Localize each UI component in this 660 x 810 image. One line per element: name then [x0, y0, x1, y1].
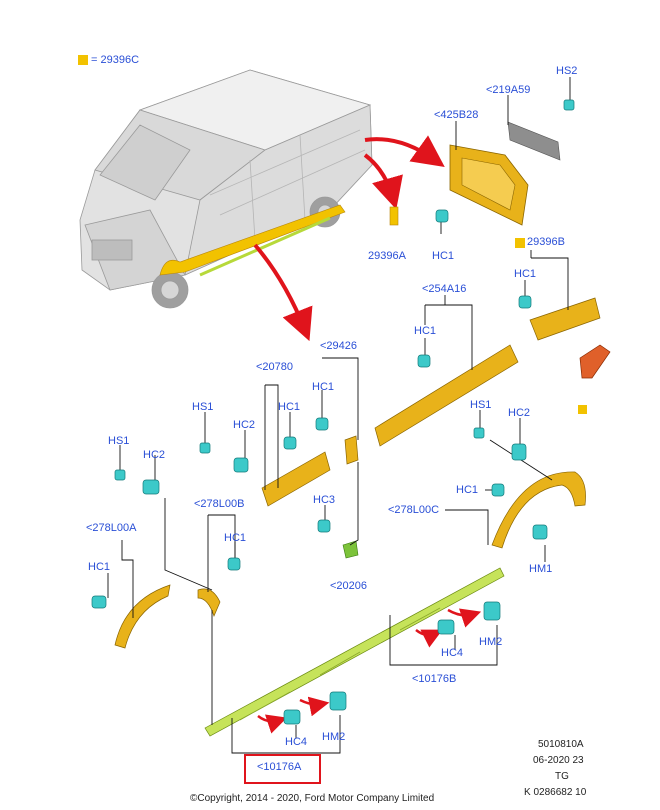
wheel-arch-278l00b [197, 588, 221, 617]
copyright: ©Copyright, 2014 - 2020, Ford Motor Comp… [190, 793, 435, 804]
label-254a16[interactable]: <254A16 [422, 283, 467, 295]
label-hm1[interactable]: HM1 [529, 563, 553, 575]
label-hs1-c[interactable]: HS1 [470, 399, 492, 411]
label-278l00b[interactable]: <278L00B [194, 498, 245, 510]
van-trim-highlight [159, 204, 346, 276]
label-hc2-b[interactable]: HC2 [143, 449, 166, 461]
label-278l00c[interactable]: <278L00C [388, 504, 440, 516]
label-hc1-top[interactable]: HC1 [432, 250, 455, 262]
label-hc2-a[interactable]: HC2 [233, 419, 256, 431]
label-425b28[interactable]: <425B28 [434, 109, 479, 121]
label-hc4-b[interactable]: HC4 [441, 647, 464, 659]
label-hc1-d[interactable]: HC1 [312, 381, 335, 393]
rear-lamp-bezel [449, 144, 529, 226]
label-hc1-h[interactable]: HC1 [456, 484, 479, 496]
van-illustration [79, 69, 373, 309]
label-hc1-c[interactable]: HC1 [414, 325, 437, 337]
label-29396a[interactable]: 29396A [368, 250, 406, 262]
moulding-29396b [529, 297, 601, 341]
label-29426[interactable]: <29426 [320, 340, 358, 352]
label-29396b[interactable]: 29396B [527, 236, 565, 248]
wheel-arch-278l00a [114, 584, 171, 649]
label-hs1-b[interactable]: HS1 [108, 435, 130, 447]
label-hc3[interactable]: HC3 [313, 494, 336, 506]
label-hs2[interactable]: HS2 [556, 65, 578, 77]
label-hc1-f[interactable]: HC1 [224, 532, 247, 544]
meta-code: 5010810A [538, 739, 584, 750]
label-10176b[interactable]: <10176B [412, 673, 457, 685]
clip-20206 [342, 540, 359, 559]
highlight-box-10176a [244, 754, 321, 784]
swatch-marker-rear [578, 405, 587, 414]
leader-lines [107, 77, 571, 754]
swatch-29396b [515, 238, 525, 248]
van-sill-highlight [199, 216, 331, 277]
wheel-arch-278l00c [491, 471, 586, 549]
legend-text: = 29396C [91, 54, 140, 66]
label-hc1-b[interactable]: HC1 [514, 268, 537, 280]
label-219a59[interactable]: <219A59 [486, 84, 531, 96]
label-hm2-a[interactable]: HM2 [322, 731, 346, 743]
label-20206[interactable]: <20206 [330, 580, 368, 592]
sill-arrows [257, 608, 482, 734]
meta-kref: K 0286682 10 [524, 787, 587, 798]
moulding-29426 [344, 435, 359, 465]
label-hc1-g[interactable]: HC1 [88, 561, 111, 573]
label-hs1-a[interactable]: HS1 [192, 401, 214, 413]
label-278l00a[interactable]: <278L00A [86, 522, 137, 534]
label-hc4-a[interactable]: HC4 [285, 736, 308, 748]
part-29396a [389, 206, 399, 226]
meta-date: 06-2020 23 [533, 755, 584, 766]
sill-moulding [204, 567, 505, 737]
legend-swatch [78, 55, 88, 65]
moulding-254a16 [374, 344, 519, 447]
label-20780[interactable]: <20780 [256, 361, 294, 373]
clip-fasteners [91, 99, 575, 725]
label-hc2-c[interactable]: HC2 [508, 407, 531, 419]
mudflap-rear [579, 344, 611, 379]
moulding-20780 [261, 451, 331, 507]
callout-arrows [253, 135, 445, 342]
label-hc1-e[interactable]: HC1 [278, 401, 301, 413]
gasket-219a59 [507, 121, 561, 161]
label-10176a[interactable]: <10176A [257, 761, 302, 773]
meta-tg: TG [555, 771, 569, 782]
label-hm2-b[interactable]: HM2 [479, 636, 503, 648]
